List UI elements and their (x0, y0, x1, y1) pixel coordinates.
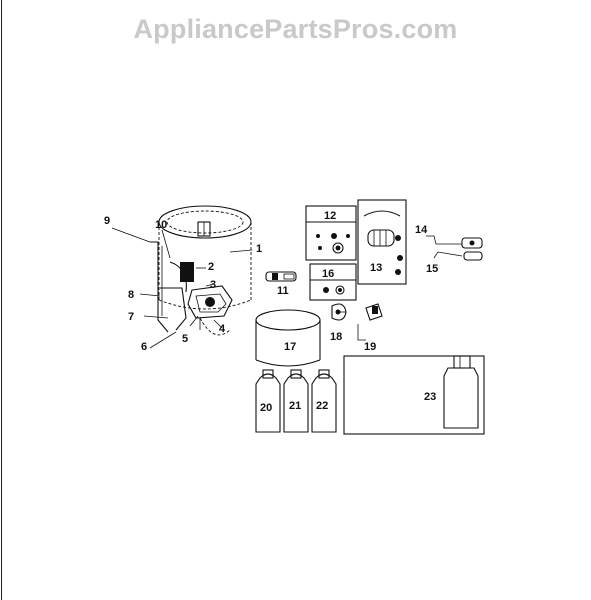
callout-23: 23 (424, 391, 436, 403)
callout-21: 21 (289, 400, 301, 412)
left-border-line (1, 0, 2, 600)
callout-15: 15 (426, 263, 438, 275)
part-11 (265, 271, 297, 282)
inner-hose (169, 261, 194, 293)
appliance-tub (158, 205, 252, 310)
callout-13: 13 (370, 262, 382, 274)
pump-assembly (187, 285, 233, 336)
callout-12: 12 (324, 210, 336, 222)
callout-22: 22 (316, 400, 328, 412)
part-23-box (343, 355, 485, 435)
callout-1: 1 (256, 243, 262, 255)
callout-3: 3 (210, 279, 216, 291)
callout-5: 5 (182, 333, 188, 345)
callout-11: 11 (277, 285, 289, 297)
part-13-box (357, 199, 407, 285)
leader-lines (111, 227, 346, 349)
bottles-20-22 (255, 369, 337, 433)
callout-14: 14 (415, 224, 428, 236)
callout-2: 2 (208, 261, 214, 273)
callout-18: 18 (330, 331, 342, 343)
callout-20: 20 (260, 402, 272, 414)
callout-19: 19 (364, 341, 376, 353)
callout-6: 6 (141, 341, 147, 353)
callout-9: 9 (104, 215, 110, 227)
part-17-drum (255, 309, 321, 367)
callout-labels: 1 2 3 4 5 6 7 8 9 10 11 12 13 14 15 16 1… (104, 210, 438, 414)
callout-8: 8 (128, 289, 134, 301)
callout-16: 16 (322, 268, 334, 280)
callout-7: 7 (128, 311, 134, 323)
callout-4: 4 (219, 323, 226, 335)
watermark-text: AppliancePartsPros.com (133, 14, 458, 44)
frame-rod (150, 241, 187, 333)
callout-10: 10 (155, 219, 167, 231)
callout-17: 17 (284, 341, 296, 353)
part-16-box (309, 263, 357, 301)
part-12-box (305, 205, 357, 261)
part-14-15 (426, 235, 483, 261)
